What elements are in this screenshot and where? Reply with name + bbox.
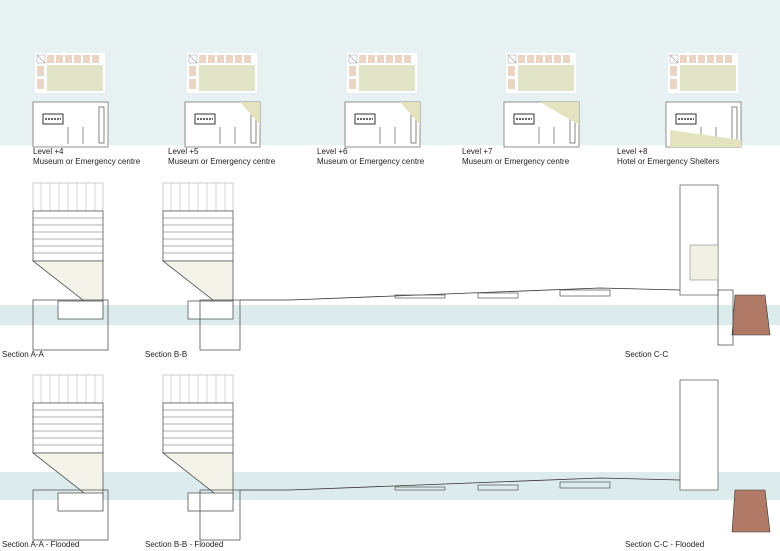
section-label-aa: Section A-A (2, 350, 44, 359)
roof-plans (34, 52, 739, 94)
sunken-galleries (394, 289, 611, 299)
floor-plans (32, 101, 742, 148)
section-label-cc: Section C-C (625, 350, 669, 359)
section-cc-drawing (679, 184, 771, 346)
section-label-aa-flooded: Section A-A - Flooded (2, 540, 80, 549)
section-label-cc-flooded: Section C-C - Flooded (625, 540, 705, 549)
ground-profile (240, 287, 681, 301)
section-label-bb: Section B-B (145, 350, 188, 359)
section-aa-drawing (0, 182, 780, 351)
flooded-sections-drawing (0, 374, 780, 541)
section-bb-drawing (162, 182, 241, 351)
section-label-bb-flooded: Section B-B - Flooded (145, 540, 224, 549)
